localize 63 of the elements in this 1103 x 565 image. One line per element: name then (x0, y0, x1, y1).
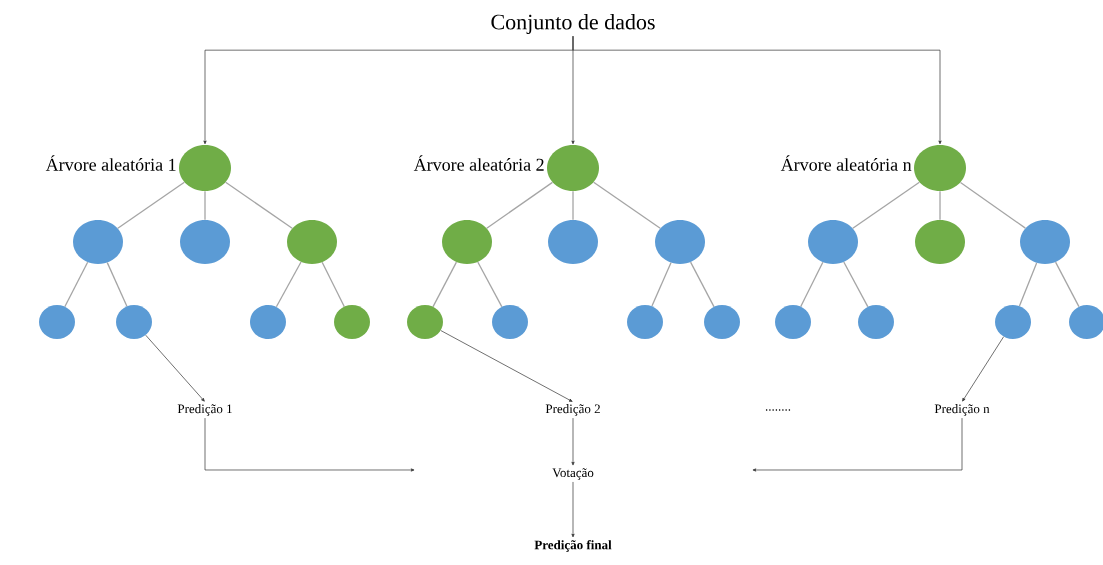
branch-line (432, 261, 458, 308)
arrow (752, 417, 963, 472)
tree-node (858, 305, 894, 339)
branch-line (651, 262, 672, 307)
branch-line (204, 190, 206, 221)
branch-line (852, 181, 920, 229)
tree-node (116, 305, 152, 339)
tree-node (442, 220, 492, 264)
tree-node (704, 305, 740, 339)
branch-line (486, 181, 554, 229)
arrow (571, 417, 575, 466)
tree-node (39, 305, 75, 339)
tree-node (334, 305, 370, 339)
tree-node (914, 145, 966, 191)
ellipsis-text: ........ (765, 409, 791, 411)
branch-line (106, 262, 128, 307)
tree-node (492, 305, 528, 339)
tree-node (915, 220, 965, 264)
text-label: Predição n (934, 404, 990, 416)
tree-node (1020, 220, 1070, 264)
tree-node (548, 220, 598, 264)
text-label: Predição final (534, 540, 612, 552)
tree-node (627, 305, 663, 339)
branch-line (939, 190, 941, 221)
tree-node (287, 220, 337, 264)
branch-line (321, 261, 345, 308)
tree-node (73, 220, 123, 264)
arrow (572, 35, 942, 145)
tree-node (655, 220, 705, 264)
text-label: Predição 1 (177, 404, 232, 416)
tree-label: Árvore aleatória 2 (413, 155, 544, 171)
arrow (145, 334, 205, 402)
tree-node (407, 305, 443, 339)
arrow (962, 336, 1004, 402)
branch-line (275, 261, 302, 308)
tree-label: Árvore aleatória 1 (45, 155, 176, 171)
branch-line (959, 181, 1026, 229)
text-label: Votação (552, 468, 594, 480)
branch-line (64, 261, 89, 308)
arrow (571, 481, 575, 538)
branch-line (593, 181, 661, 229)
tree-node (1069, 305, 1103, 339)
branch-line (800, 261, 824, 308)
arrow (440, 330, 573, 402)
tree-node (547, 145, 599, 191)
branch-line (225, 181, 293, 229)
tree-node (775, 305, 811, 339)
branch-line (117, 181, 185, 229)
branch-line (1054, 261, 1080, 308)
branch-line (477, 261, 503, 308)
tree-node (995, 305, 1031, 339)
branch-line (572, 190, 574, 221)
arrow (204, 417, 415, 472)
tree-node (250, 305, 286, 339)
branch-line (1018, 262, 1038, 307)
tree-node (808, 220, 858, 264)
tree-label: Árvore aleatória n (780, 155, 912, 171)
tree-node (180, 220, 230, 264)
tree-node (179, 145, 231, 191)
branch-line (843, 261, 869, 308)
text-label: Conjunto de dados (491, 14, 655, 34)
branch-line (689, 261, 715, 308)
text-label: Predição 2 (545, 404, 600, 416)
